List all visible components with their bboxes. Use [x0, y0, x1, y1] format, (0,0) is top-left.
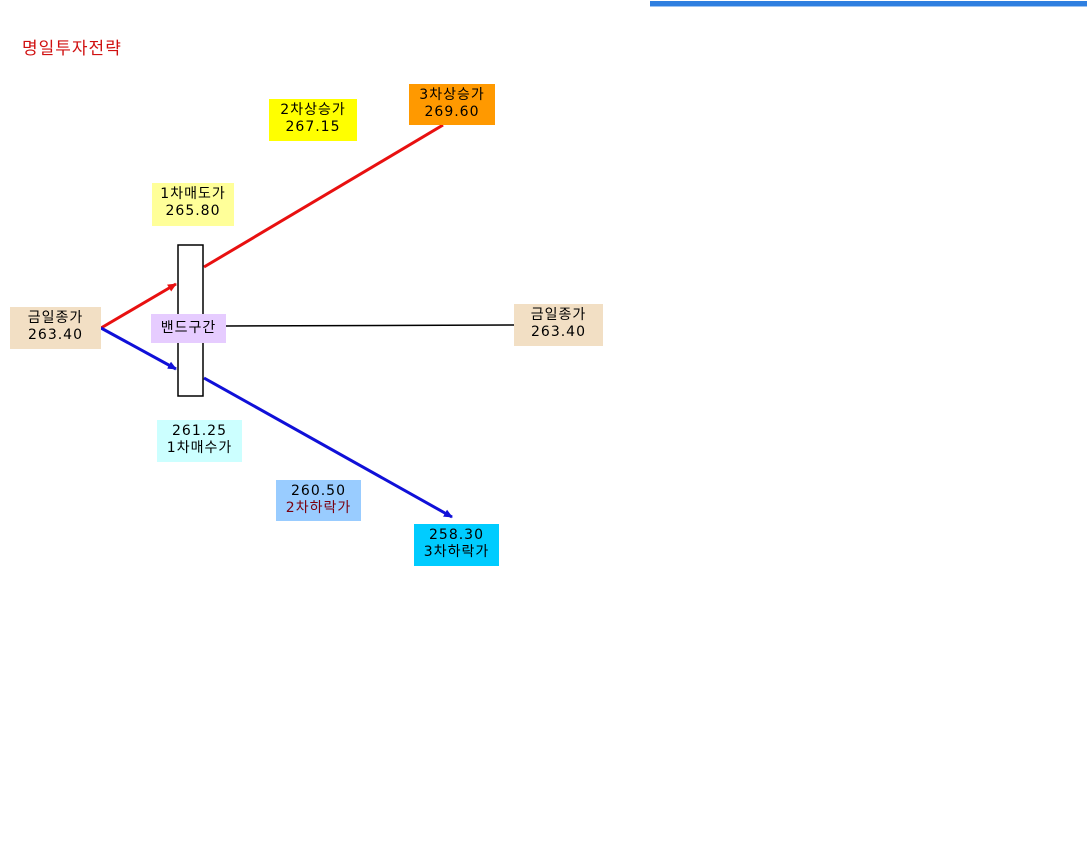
fall-3-label: 3차하락가: [423, 544, 490, 560]
rise-2-box: 2차상승가 267.15: [269, 99, 357, 141]
fall-2-box: 260.50 2차하락가: [276, 480, 361, 521]
today-close-right-value: 263.40: [531, 324, 586, 340]
sell-1-box: 1차매도가 265.80: [152, 183, 234, 226]
rise-2-value: 267.15: [285, 119, 341, 135]
today-close-right-box: 금일종가 263.40: [514, 304, 603, 346]
rise-3-label: 3차상승가: [419, 87, 485, 103]
fall-3-value: 258.30: [429, 527, 484, 543]
top-accent-bar: [650, 1, 1087, 7]
today-close-left-value: 263.40: [28, 327, 83, 343]
buy-1-box: 261.25 1차매수가: [157, 420, 242, 462]
sell-1-value: 265.80: [165, 203, 221, 219]
fall-trend-arrow: [203, 376, 453, 519]
buy-1-value: 261.25: [172, 423, 227, 439]
page-title: 명일투자전략: [22, 39, 122, 59]
rise-3-box: 3차상승가 269.60: [409, 84, 495, 125]
rise-trend-line: [203, 123, 444, 269]
band-label: 밴드구간: [151, 314, 226, 343]
today-close-right-label: 금일종가: [530, 307, 587, 323]
today-close-left-label: 금일종가: [27, 310, 84, 326]
fall-2-value: 260.50: [291, 483, 346, 499]
buy-1-label: 1차매수가: [166, 440, 233, 456]
sell-1-label: 1차매도가: [160, 186, 226, 202]
close-center-line: [225, 324, 515, 327]
fall-3-box: 258.30 3차하락가: [414, 524, 499, 566]
fall-2-label: 2차하락가: [285, 500, 352, 516]
today-close-left-box: 금일종가 263.40: [10, 307, 101, 349]
rise-3-value: 269.60: [424, 104, 480, 120]
arrow-close-to-buy: [100, 326, 177, 371]
arrow-close-to-sell: [100, 282, 177, 330]
rise-2-label: 2차상승가: [280, 102, 346, 118]
